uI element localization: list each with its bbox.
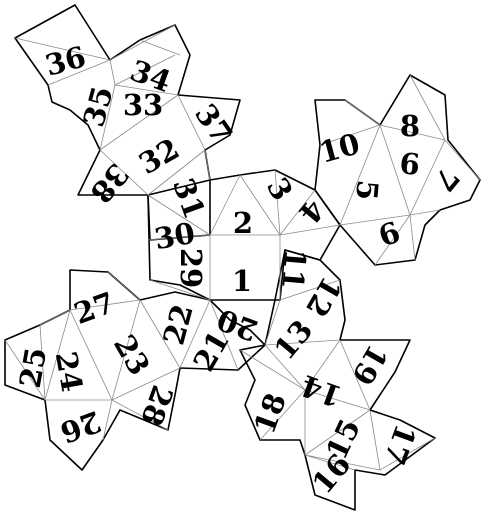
fold-line	[304, 454, 381, 471]
fold-line	[274, 169, 281, 236]
face-label: 23	[107, 329, 157, 381]
fold-line	[111, 399, 169, 431]
fold-line	[264, 339, 341, 346]
face-label: 38	[84, 157, 136, 210]
fold-line	[99, 94, 179, 151]
fold-line	[409, 139, 446, 216]
face-label: 1	[232, 264, 252, 298]
face-label: 18	[247, 389, 293, 439]
fold-line	[14, 37, 111, 61]
fold-line	[279, 279, 341, 301]
fold-line	[99, 84, 116, 151]
face-label: 4	[292, 193, 331, 230]
fold-line	[374, 214, 411, 266]
face-labels: 1234567891011121314151617181920212223242…	[13, 39, 466, 500]
net-outline-patch	[314, 74, 481, 266]
face-label: 11	[275, 248, 312, 291]
net-outline-patch	[4, 269, 266, 471]
fold-line	[204, 149, 211, 181]
fold-line	[379, 437, 436, 471]
fold-line	[109, 59, 116, 86]
fold-line	[147, 149, 206, 196]
fold-line	[139, 39, 181, 56]
fold-line	[344, 99, 381, 126]
fold-line	[209, 174, 241, 236]
face-label: 6	[374, 215, 405, 254]
fold-line	[209, 299, 239, 371]
fold-line	[179, 299, 211, 369]
fold-line	[39, 324, 46, 401]
fold-line	[114, 84, 179, 96]
fold-line	[304, 409, 371, 456]
fold-line	[319, 124, 381, 146]
face-label: 9	[398, 145, 421, 181]
fold-line	[259, 389, 306, 441]
fold-line	[149, 279, 211, 301]
fold-line	[69, 309, 113, 401]
fold-line	[111, 299, 141, 401]
fold-line	[409, 214, 416, 261]
fold-line	[369, 409, 381, 471]
face-label: 8	[400, 109, 420, 143]
fold-line	[409, 74, 446, 141]
fold-line	[99, 149, 149, 196]
fold-line	[147, 234, 211, 241]
fold-line	[139, 299, 181, 369]
face-label: 26	[56, 404, 106, 450]
fold-line	[39, 309, 71, 326]
fold-line	[379, 124, 446, 141]
face-label: 30	[152, 216, 198, 256]
fold-line	[264, 299, 281, 346]
fold-line	[339, 339, 371, 411]
face-label: 29	[174, 248, 208, 288]
fold-line	[379, 124, 411, 216]
fold-line	[44, 309, 71, 401]
fold-line	[264, 344, 306, 391]
face-label: 32	[133, 131, 185, 181]
face-label: 3	[260, 172, 300, 206]
face-label: 37	[188, 98, 239, 151]
fold-line	[102, 399, 113, 441]
face-label: 33	[123, 88, 163, 122]
face-label: 35	[76, 83, 119, 131]
fold-line	[339, 214, 411, 226]
face-label: 5	[349, 179, 385, 202]
fold-line	[304, 389, 371, 411]
fold-line	[304, 454, 356, 471]
fold-line	[177, 94, 206, 151]
face-label: 22	[156, 301, 199, 349]
fold-line	[47, 59, 111, 86]
fold-line	[147, 194, 211, 236]
face-label: 24	[49, 349, 89, 395]
face-label: 25	[13, 345, 53, 391]
fold-line	[444, 139, 481, 181]
fold-line	[279, 189, 316, 236]
fold-line	[107, 271, 141, 301]
fold-line	[239, 349, 306, 391]
face-label: 2	[233, 206, 253, 240]
face-label: 10	[316, 126, 364, 169]
fold-line	[409, 209, 441, 216]
fold-line	[69, 299, 141, 311]
fold-line	[304, 339, 341, 391]
fold-lines	[4, 24, 481, 471]
fold-line	[111, 367, 181, 401]
face-label: 13	[267, 313, 319, 366]
fold-line	[279, 224, 341, 236]
face-label: 28	[134, 381, 180, 431]
fold-line	[109, 24, 176, 61]
face-label: 14	[297, 368, 347, 414]
fold-line	[239, 174, 281, 236]
fold-line	[114, 54, 176, 86]
fold-line	[339, 124, 381, 226]
fold-line	[4, 339, 46, 401]
